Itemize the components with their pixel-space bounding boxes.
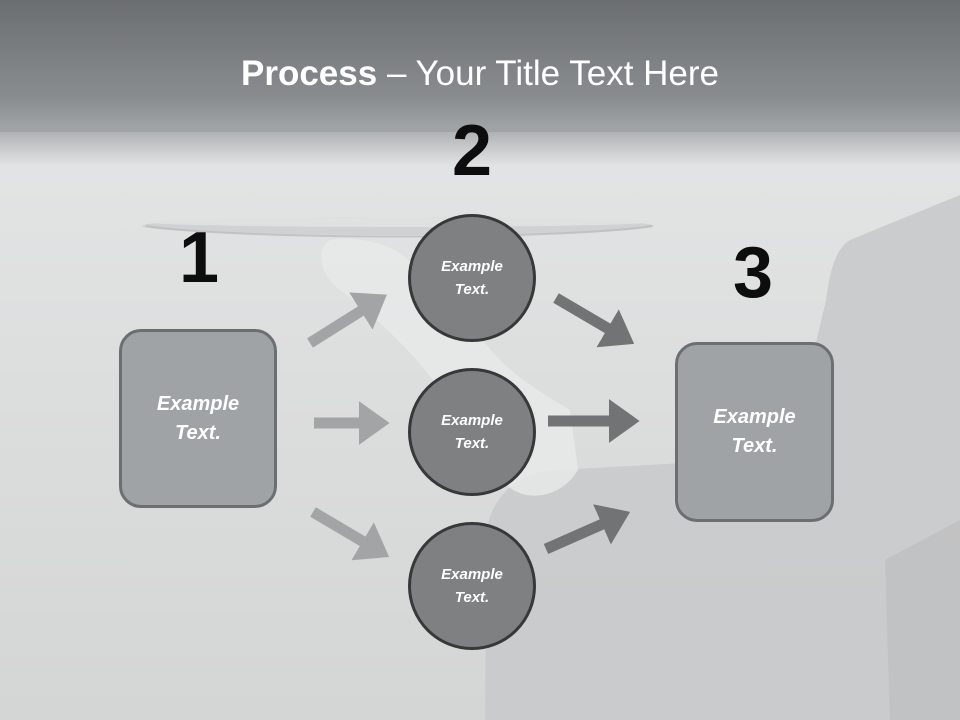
step-number-1: 1 [178,218,220,298]
arrow-step1-to-top [307,292,387,348]
slide-title: Process – Your Title Text Here [0,52,960,96]
circle-bottom-text: Example Text. [441,566,503,606]
step-number-2: 2 [451,111,493,191]
step-3-box: Example Text. [675,342,834,522]
circle-middle-text: Example Text. [441,412,503,452]
step-2-circle-middle: Example Text. [408,368,536,496]
step-3-text: Example Text. [713,406,796,457]
step-2-circle-top: Example Text. [408,214,536,342]
step-number-3: 3 [732,233,774,313]
tray-rim [146,217,650,227]
arrow-step1-to-bottom [310,507,390,561]
step-2-circle-bottom: Example Text. [408,522,536,650]
sleeve-edge [885,520,960,720]
step-1-text: Example Text. [156,392,240,444]
title-bar-fade [0,126,960,166]
title-bold: Process [241,54,378,93]
title-rest: – Your Title Text Here [377,54,719,93]
circle-top-text: Example Text. [441,258,503,298]
step-1-box: Example Text. [119,329,277,508]
arrow-top-to-step3 [553,293,635,348]
tray-underside [145,225,653,238]
title-bar [0,0,960,132]
arrow-bottom-to-step3 [543,504,631,555]
sleeve-shape [485,195,960,720]
